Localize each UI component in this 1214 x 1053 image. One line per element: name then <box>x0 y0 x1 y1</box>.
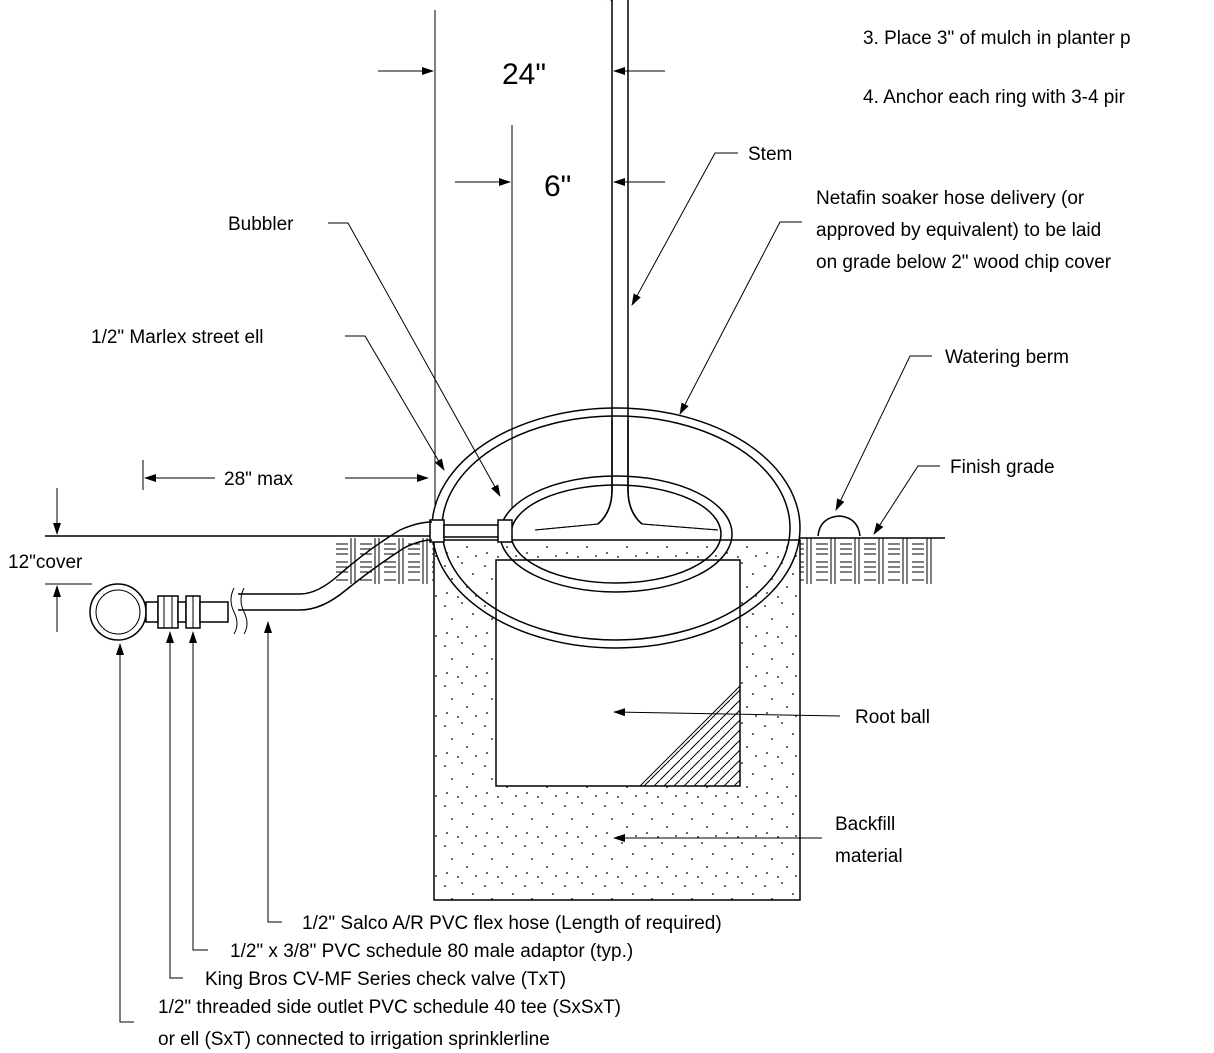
callout-rootball-leader <box>613 708 841 717</box>
label-finish-grade: Finish grade <box>950 457 1055 478</box>
label-netafin-2: approved by equivalent) to be laid <box>816 220 1101 241</box>
note-4: 4. Anchor each ring with 3-4 pir <box>863 87 1126 108</box>
dimension-6: 6" <box>455 170 665 203</box>
callout-salco-leader <box>264 621 282 923</box>
callout-bubbler-leader <box>328 222 501 497</box>
dimension-24-label: 24" <box>502 58 546 91</box>
stem-base <box>534 420 719 531</box>
callout-netafin-leader <box>679 221 802 415</box>
street-ell-fittings <box>429 519 513 543</box>
root-ball-hatch <box>638 684 741 787</box>
tree-stem <box>534 0 719 531</box>
label-tee-2: or ell (SxT) connected to irrigation spr… <box>158 1029 550 1050</box>
callout-grade-leader <box>873 465 940 535</box>
label-backfill-2: material <box>835 846 903 867</box>
hose-break-1 <box>230 587 238 635</box>
label-marlex: 1/2" Marlex street ell <box>91 327 264 348</box>
dimension-28: 28" max <box>142 460 429 490</box>
callout-berm-leader <box>835 355 932 511</box>
label-tee-1: 1/2" threaded side outlet PVC schedule 4… <box>158 997 621 1018</box>
dimension-cover: 12"cover <box>8 488 92 632</box>
callout-marlex-leader <box>345 335 445 471</box>
callout-checkvalve-leader <box>166 631 183 979</box>
watering-berm <box>817 515 861 537</box>
label-check-valve: King Bros CV-MF Series check valve (TxT) <box>205 969 566 990</box>
soil-hatch-right <box>800 538 932 584</box>
label-netafin-1: Netafin soaker hose delivery (or <box>816 188 1085 209</box>
callout-tee-leader <box>116 643 134 1023</box>
dimension-28-label: 28" max <box>224 469 294 490</box>
label-netafin-3: on grade below 2" wood chip cover <box>816 252 1112 273</box>
hose-break-2 <box>240 587 248 635</box>
soil-hatch-left <box>332 538 434 584</box>
label-stem: Stem <box>748 144 792 165</box>
valve-assembly <box>89 583 229 641</box>
dimension-cover-label: 12"cover <box>8 552 83 573</box>
label-backfill-1: Backfill <box>835 814 895 835</box>
label-root-ball: Root ball <box>855 707 930 728</box>
callout-adaptor-leader <box>189 631 208 951</box>
label-adaptor: 1/2" x 3/8" PVC schedule 80 male adaptor… <box>230 941 633 962</box>
callout-stem-leader <box>631 152 738 306</box>
flex-hose-top <box>238 521 433 595</box>
dimension-6-label: 6" <box>544 170 571 203</box>
note-3: 3. Place 3" of mulch in planter p <box>863 28 1131 49</box>
label-bubbler: Bubbler <box>228 214 294 235</box>
label-watering-berm: Watering berm <box>945 347 1069 368</box>
flex-hose-bottom <box>238 539 433 611</box>
dimension-24: 24" <box>378 58 665 91</box>
label-salco: 1/2" Salco A/R PVC flex hose (Length of … <box>302 913 722 934</box>
